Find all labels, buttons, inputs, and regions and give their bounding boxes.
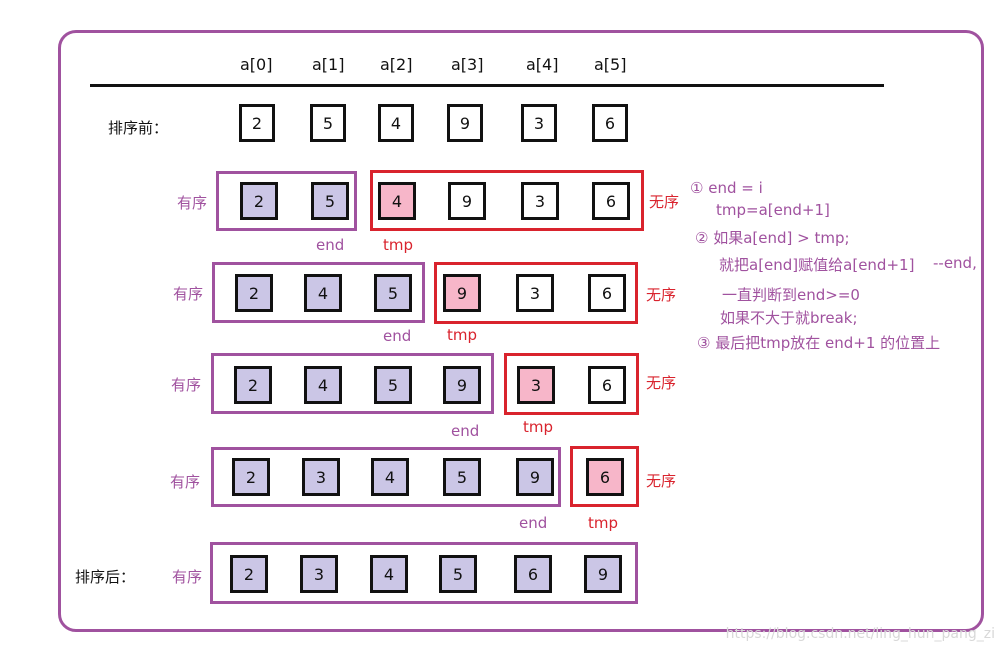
cell-unsorted: 3	[521, 182, 559, 220]
header-divider	[90, 84, 884, 87]
sorted-group	[211, 447, 561, 507]
before-label: 排序前：	[108, 119, 169, 137]
end-label: end	[316, 236, 345, 254]
cell-sorted: 2	[240, 182, 278, 220]
before-cell: 4	[378, 104, 414, 142]
cell-sorted: 5	[311, 182, 349, 220]
unsorted-group	[504, 353, 639, 415]
sorted-label: 有序	[172, 568, 203, 586]
cell-sorted: 3	[300, 555, 338, 593]
sorted-group	[216, 171, 357, 231]
cell-sorted: 5	[439, 555, 477, 593]
unsorted-group	[570, 446, 639, 507]
before-cell: 3	[521, 104, 557, 142]
header-a0: a[0]	[240, 55, 273, 74]
cell-sorted: 4	[304, 366, 342, 404]
header-a1: a[1]	[312, 55, 345, 74]
unsorted-label: 无序	[646, 286, 677, 304]
cell-sorted: 2	[234, 366, 272, 404]
before-cell: 5	[310, 104, 346, 142]
header-a4: a[4]	[526, 55, 559, 74]
cell-sorted: 9	[443, 366, 481, 404]
end-label: end	[383, 327, 412, 345]
cell-sorted: 5	[374, 274, 412, 312]
cell-sorted: 4	[371, 458, 409, 496]
sorted-label: 有序	[171, 376, 202, 394]
note-step2-decrement: --end,	[933, 254, 977, 272]
unsorted-label: 无序	[646, 472, 677, 490]
sorted-group	[211, 353, 494, 414]
cell-sorted: 5	[443, 458, 481, 496]
tmp-label: tmp	[523, 418, 554, 436]
unsorted-label: 无序	[646, 374, 677, 392]
cell-sorted: 2	[232, 458, 270, 496]
cell-tmp: 3	[517, 366, 555, 404]
unsorted-group	[370, 170, 644, 231]
after-label: 排序后：	[75, 568, 136, 586]
header-a3: a[3]	[451, 55, 484, 74]
header-a5: a[5]	[594, 55, 627, 74]
cell-sorted: 4	[304, 274, 342, 312]
cell-sorted: 3	[302, 458, 340, 496]
note-step1-tmp: tmp=a[end+1]	[716, 201, 830, 219]
cell-unsorted: 6	[592, 182, 630, 220]
end-label: end	[519, 514, 548, 532]
header-a2: a[2]	[380, 55, 413, 74]
cell-unsorted: 6	[588, 274, 626, 312]
note-step1: ① end = i	[690, 179, 763, 197]
cell-sorted: 2	[235, 274, 273, 312]
before-cell: 6	[592, 104, 628, 142]
sorted-label: 有序	[170, 473, 201, 491]
tmp-label: tmp	[383, 236, 414, 254]
before-cell: 2	[239, 104, 275, 142]
cell-sorted: 6	[514, 555, 552, 593]
cell-sorted: 4	[370, 555, 408, 593]
cell-sorted: 5	[374, 366, 412, 404]
diagram-frame	[58, 30, 984, 632]
unsorted-group	[434, 262, 638, 324]
unsorted-label: 无序	[649, 193, 680, 211]
note-step2-assign: 就把a[end]赋值给a[end+1]	[719, 256, 915, 274]
cell-sorted: 9	[516, 458, 554, 496]
tmp-label: tmp	[588, 514, 619, 532]
cell-tmp: 4	[378, 182, 416, 220]
cell-sorted: 2	[230, 555, 268, 593]
sorted-label: 有序	[173, 285, 204, 303]
end-label: end	[451, 422, 480, 440]
cell-tmp: 9	[443, 274, 481, 312]
tmp-label: tmp	[447, 326, 478, 344]
sorted-label: 有序	[177, 194, 208, 212]
cell-unsorted: 3	[516, 274, 554, 312]
cell-sorted: 9	[584, 555, 622, 593]
note-step2: ② 如果a[end] > tmp;	[695, 229, 850, 247]
sorted-group	[212, 262, 425, 323]
cell-unsorted: 6	[588, 366, 626, 404]
note-step3: ③ 最后把tmp放在 end+1 的位置上	[697, 334, 941, 352]
cell-unsorted: 9	[448, 182, 486, 220]
note-step2-break: 如果不大于就break;	[720, 309, 858, 327]
before-cell: 9	[447, 104, 483, 142]
watermark: https://blog.csdn.net/ling_hun_pang_zi	[725, 626, 995, 642]
cell-tmp: 6	[586, 458, 624, 496]
sorted-group	[210, 542, 638, 604]
note-step2-loop: 一直判断到end>=0	[722, 286, 860, 304]
